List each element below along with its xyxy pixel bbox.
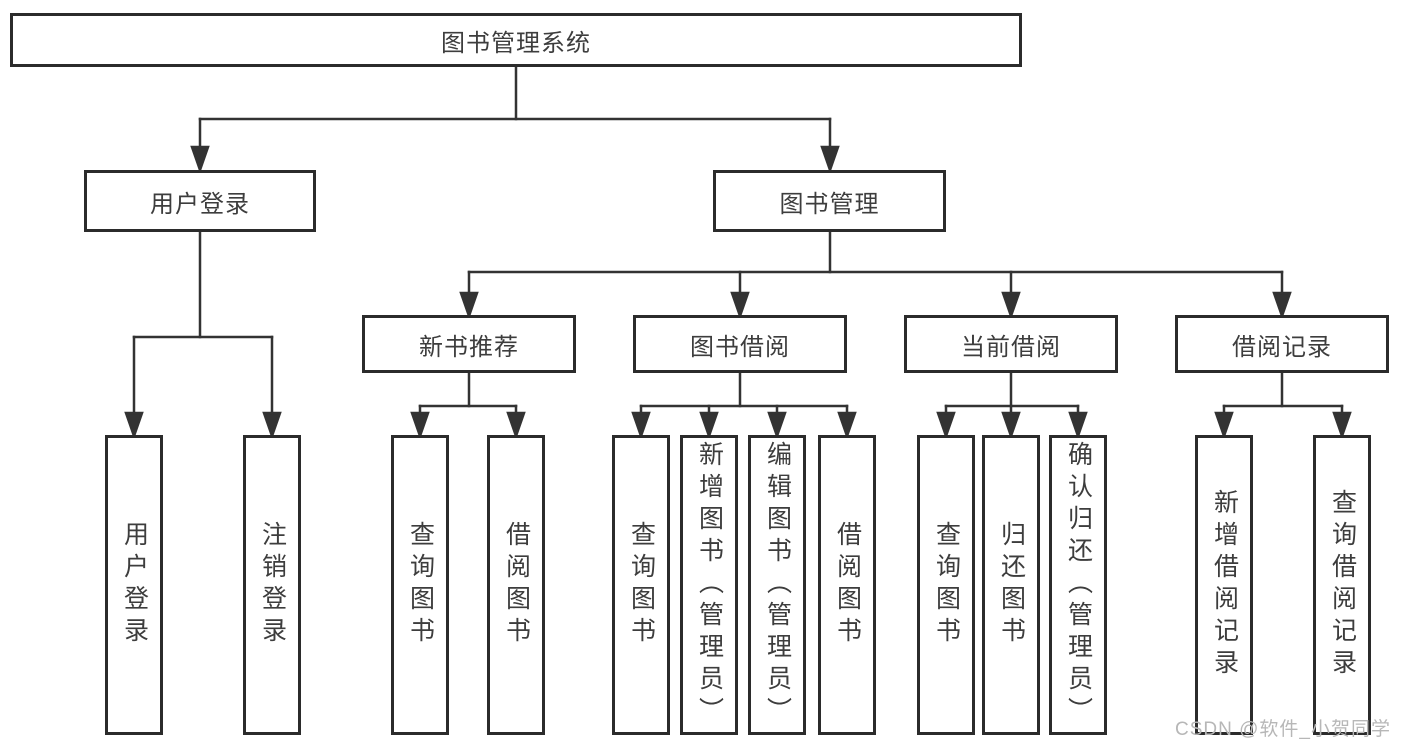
node-label: 新增图书（管理员） [695,441,724,729]
leaf-borrow-books-borrowing: 借阅图书 [818,435,876,735]
node-label: 查询借阅记录 [1328,489,1357,681]
node-label: 新书推荐 [419,333,519,361]
leaf-query-books-borrowing: 查询图书 [612,435,670,735]
leaf-confirm-return-admin: 确认归还（管理员） [1049,435,1107,735]
connector-book-borrowing-children [631,371,857,440]
node-label: 用户登录 [150,190,250,218]
connector-borrowing-records-children [1214,371,1352,440]
node-label: 查询图书 [627,521,656,649]
node-label: 编辑图书（管理员） [763,441,792,729]
node-label: 用户登录 [120,521,149,649]
leaf-query-books-current: 查询图书 [917,435,975,735]
node-current-borrowing: 当前借阅 [904,315,1118,373]
connector-new-book-children [410,371,526,440]
node-user-login: 用户登录 [84,170,316,232]
leaf-logout: 注销登录 [243,435,301,735]
leaf-query-borrow-record: 查询借阅记录 [1313,435,1371,735]
node-label: 确认归还（管理员） [1064,441,1093,729]
leaf-add-book-admin: 新增图书（管理员） [680,435,738,735]
node-label: 借阅图书 [833,521,862,649]
node-label: 归还图书 [997,521,1026,649]
csdn-watermark: CSDN @软件_小贺同学 [1175,719,1391,740]
node-label: 查询图书 [406,521,435,649]
leaf-borrow-books-recommend: 借阅图书 [487,435,545,735]
connector-book-management-children [459,231,1292,320]
node-label: 借阅记录 [1232,333,1332,361]
leaf-query-books-recommend: 查询图书 [391,435,449,735]
node-label: 图书管理系统 [441,29,591,57]
node-label: 借阅图书 [502,521,531,649]
node-new-book-recommendation: 新书推荐 [362,315,576,373]
node-label: 查询图书 [932,521,961,649]
node-library-management-system: 图书管理系统 [10,13,1022,67]
node-book-management: 图书管理 [713,170,946,232]
node-book-borrowing: 图书借阅 [633,315,847,373]
leaf-edit-book-admin: 编辑图书（管理员） [748,435,806,735]
connector-user-login-children [124,231,282,440]
connector-current-borrowing-children [936,371,1088,440]
node-label: 当前借阅 [961,333,1061,361]
node-label: 图书管理 [779,190,880,218]
node-borrowing-records: 借阅记录 [1175,315,1389,373]
node-label: 新增借阅记录 [1210,489,1239,681]
node-label: 图书借阅 [690,333,790,361]
leaf-user-login: 用户登录 [105,435,163,735]
leaf-return-book: 归还图书 [982,435,1040,735]
connector-root-to-level2 [190,65,840,174]
node-label: 注销登录 [258,521,287,649]
leaf-add-borrow-record: 新增借阅记录 [1195,435,1253,735]
